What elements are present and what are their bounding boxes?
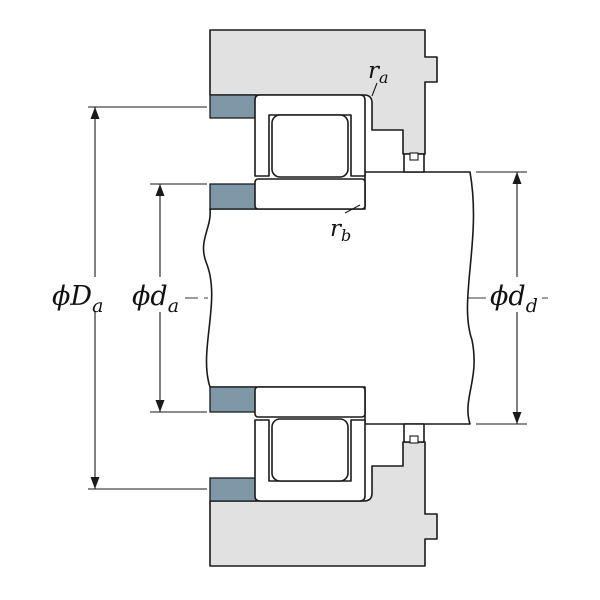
dimension-dd: ϕdd	[476, 171, 542, 425]
shaft-abutment-ring-lower	[209, 386, 257, 413]
dimension-label-da: ϕda	[132, 281, 179, 317]
leader-line-rb	[344, 204, 361, 214]
inner-ring-upper	[254, 178, 366, 210]
label-bg-Da	[48, 277, 107, 312]
leader-line-ra	[371, 82, 378, 97]
bearing-lower	[254, 386, 366, 502]
locating-ring-upper-groove	[409, 152, 419, 161]
label-rb: rb	[330, 216, 351, 245]
outer-ring-lower	[254, 419, 366, 502]
label-bg-dd	[486, 277, 542, 312]
arrowhead-dd-top-icon	[512, 172, 522, 184]
dimension-label-Da: ϕDa	[52, 281, 103, 317]
inner-ring-lower	[254, 386, 366, 418]
arrowhead-Da-top-icon	[90, 107, 100, 119]
locating-ring-lower	[403, 423, 425, 444]
dimension-label-dd: ϕdd	[490, 281, 538, 317]
arrowhead-dd-bottom-icon	[512, 412, 522, 424]
roller-lower	[271, 418, 349, 482]
housing-abutment-ring-upper	[209, 94, 257, 119]
fillet-label-rb: rb	[330, 204, 361, 245]
bearing-upper	[254, 94, 366, 210]
roller-upper	[271, 114, 349, 178]
arrowhead-da-bottom-icon	[155, 400, 165, 412]
housing-abutment-ring-lower	[209, 477, 257, 502]
label-ra: ra	[368, 58, 389, 87]
housing-section-upper	[209, 29, 438, 155]
shaft-abutment-ring-upper	[209, 183, 257, 210]
dimension-da: ϕda	[128, 183, 207, 413]
label-bg-da	[128, 277, 185, 312]
housing-section-lower	[209, 441, 438, 567]
shaft	[202, 171, 475, 425]
locating-ring-upper	[403, 152, 425, 173]
arrowhead-da-top-icon	[155, 184, 165, 196]
fillet-label-ra: ra	[368, 58, 389, 97]
outer-ring-upper	[254, 94, 366, 177]
locating-ring-lower-groove	[409, 435, 419, 444]
arrowhead-Da-bottom-icon	[90, 477, 100, 489]
dimension-Da: ϕDa	[48, 106, 207, 490]
